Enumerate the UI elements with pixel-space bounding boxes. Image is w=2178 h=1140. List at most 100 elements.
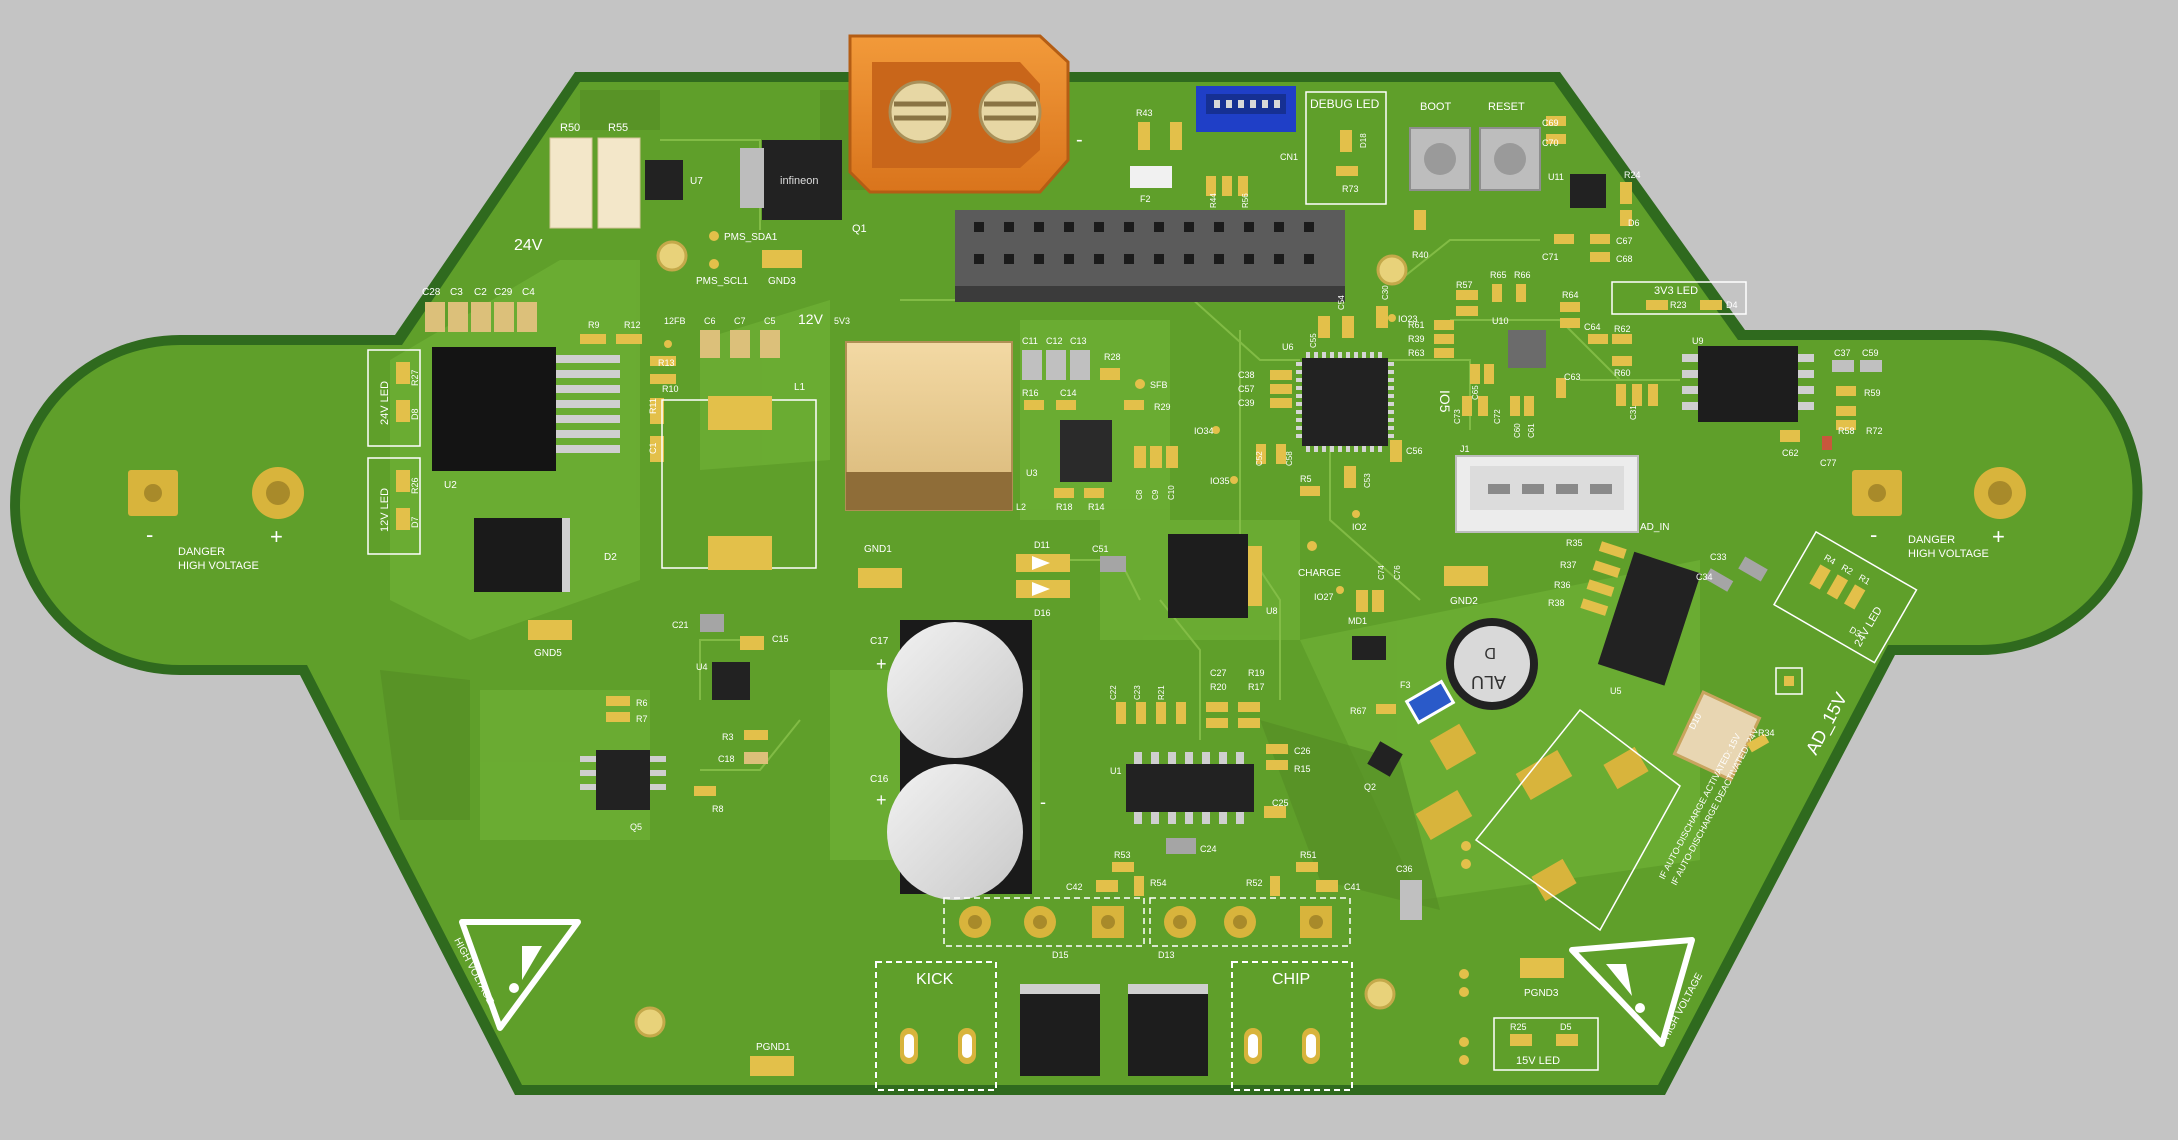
mcu-pin bbox=[1388, 426, 1394, 430]
reset-button: RESET bbox=[1479, 101, 1541, 191]
led-3v3-box: 3V3 LED R23 D4 bbox=[1611, 281, 1747, 315]
c37-label: C37 bbox=[1834, 348, 1851, 358]
infineon-mosfet: infineon bbox=[740, 140, 842, 220]
c6-label: C6 bbox=[704, 316, 716, 326]
r40-label: R40 bbox=[1412, 250, 1429, 260]
header-pin bbox=[1184, 222, 1194, 232]
u3-group: C11 C12 C13 R28 SFB R29 R16 C14 U3 R18 R… bbox=[1022, 336, 1178, 512]
r5-label: R5 bbox=[1300, 474, 1312, 484]
r52-label: R52 bbox=[1246, 878, 1263, 888]
charge-label: CHARGE bbox=[1298, 568, 1341, 579]
mcu-pin bbox=[1322, 446, 1326, 452]
chip-label: CHIP bbox=[1272, 971, 1310, 988]
right-danger-label: DANGER bbox=[1908, 534, 1955, 546]
mcu-pin bbox=[1370, 446, 1374, 452]
sfb-label: SFB bbox=[1150, 380, 1168, 390]
cap-row-left: C28 C3 C2 C29 C4 bbox=[422, 287, 537, 332]
u7-chip: U7 bbox=[645, 160, 703, 200]
v5v3-label: 5V3 bbox=[834, 316, 850, 326]
header-pin bbox=[1154, 222, 1164, 232]
chip-box: CHIP bbox=[1231, 961, 1353, 1091]
mcu-pin bbox=[1296, 362, 1302, 366]
r73-label: R73 bbox=[1342, 184, 1359, 194]
led-3v3-label: 3V3 LED bbox=[1654, 285, 1698, 297]
u1-pin bbox=[1219, 812, 1227, 824]
boot-label: BOOT bbox=[1420, 101, 1451, 113]
u3-label: U3 bbox=[1026, 468, 1038, 478]
resistor-group-1: R9 R12 R13 R10 R11 C1 bbox=[580, 320, 679, 462]
mcu-pin bbox=[1296, 402, 1302, 406]
r2-label: R2 bbox=[1840, 562, 1855, 576]
r44-label: R44 bbox=[1209, 193, 1218, 208]
u1-pin bbox=[1134, 812, 1142, 824]
c16-plus: + bbox=[876, 790, 887, 810]
u5-group: U5 R35 R37 R36 R38 C34 C33 bbox=[1548, 538, 1768, 696]
header-pin bbox=[974, 254, 984, 264]
u1-label: U1 bbox=[1110, 766, 1122, 776]
debug-led-label: DEBUG LED bbox=[1310, 97, 1380, 111]
mcu-pin bbox=[1362, 352, 1366, 358]
r59-label: R59 bbox=[1864, 388, 1881, 398]
r13-label: R13 bbox=[658, 358, 675, 368]
led-24v-label: 24V LED bbox=[379, 381, 391, 425]
r14-label: R14 bbox=[1088, 502, 1105, 512]
mcu-pin bbox=[1296, 394, 1302, 398]
r27-label: R27 bbox=[410, 369, 420, 386]
c8-label: C8 bbox=[1135, 489, 1144, 500]
alu-capacitor: ALU D bbox=[1446, 618, 1538, 710]
r15-label: R15 bbox=[1294, 764, 1311, 774]
r7-label: R7 bbox=[636, 714, 648, 724]
header-pin bbox=[1034, 222, 1044, 232]
u1-pin bbox=[1168, 752, 1176, 764]
cn1-connector: CN1 bbox=[1196, 86, 1298, 162]
pin-header bbox=[955, 210, 1345, 302]
d18-label: D18 bbox=[1359, 133, 1368, 148]
right-high-voltage-label: HIGH VOLTAGE bbox=[1908, 548, 1989, 560]
u1-pin bbox=[1236, 812, 1244, 824]
r11-label: R11 bbox=[648, 398, 658, 414]
u10-group: R57 R65 R66 R61 R39 R63 U10 C65 C73 C72 … bbox=[1408, 270, 1658, 438]
right-small-parts: C37 C59 R59 R58 R72 C62 C77 bbox=[1780, 348, 1883, 468]
d7-label: D7 bbox=[410, 516, 420, 528]
header-pin bbox=[1034, 254, 1044, 264]
c26-label: C26 bbox=[1294, 746, 1311, 756]
header-pin bbox=[1004, 254, 1014, 264]
c74-label: C74 bbox=[1377, 565, 1386, 580]
c57-label: C57 bbox=[1238, 384, 1255, 394]
l2-label: L2 bbox=[1016, 502, 1026, 512]
left-high-voltage-label: HIGH VOLTAGE bbox=[178, 560, 259, 572]
r53-label: R53 bbox=[1114, 850, 1131, 860]
q1-label: Q1 bbox=[852, 223, 867, 235]
u6-label: U6 bbox=[1282, 342, 1294, 352]
u1-pin bbox=[1134, 752, 1142, 764]
r56-label: R56 bbox=[1241, 193, 1250, 208]
mount-hole-5 bbox=[1364, 978, 1396, 1010]
r4-label: R4 bbox=[1822, 552, 1837, 566]
mcu-pin bbox=[1354, 352, 1358, 358]
io35-label: IO35 bbox=[1210, 476, 1230, 486]
r23-label: R23 bbox=[1670, 300, 1687, 310]
c56-label: C56 bbox=[1406, 446, 1423, 456]
header-pin bbox=[1184, 254, 1194, 264]
header-pin bbox=[1094, 222, 1104, 232]
c14-label: C14 bbox=[1060, 388, 1077, 398]
r72-label: R72 bbox=[1866, 426, 1883, 436]
header-pin bbox=[1304, 222, 1314, 232]
u1-pin bbox=[1151, 752, 1159, 764]
c17-plus: + bbox=[876, 654, 887, 674]
relay-area: C74 C76 MD1 R67 Q2 F3 bbox=[1348, 565, 1681, 932]
c65-label: C65 bbox=[1471, 385, 1480, 400]
left-plus-label: + bbox=[270, 524, 283, 549]
r50-label: R50 bbox=[560, 122, 580, 134]
led-12v-box: 12V LED R26 D7 bbox=[367, 457, 421, 555]
u1-pin bbox=[1219, 752, 1227, 764]
gnd1-pad bbox=[858, 568, 902, 588]
r19-label: R19 bbox=[1248, 668, 1265, 678]
r6-label: R6 bbox=[636, 698, 648, 708]
mcu-pin bbox=[1388, 378, 1394, 382]
pms-sda1-label: PMS_SDA1 bbox=[724, 232, 778, 243]
c72-label: C72 bbox=[1493, 409, 1502, 424]
r41-label: C52 bbox=[1255, 451, 1264, 466]
u5-label: U5 bbox=[1610, 686, 1622, 696]
gnd5-label: GND5 bbox=[534, 648, 562, 659]
